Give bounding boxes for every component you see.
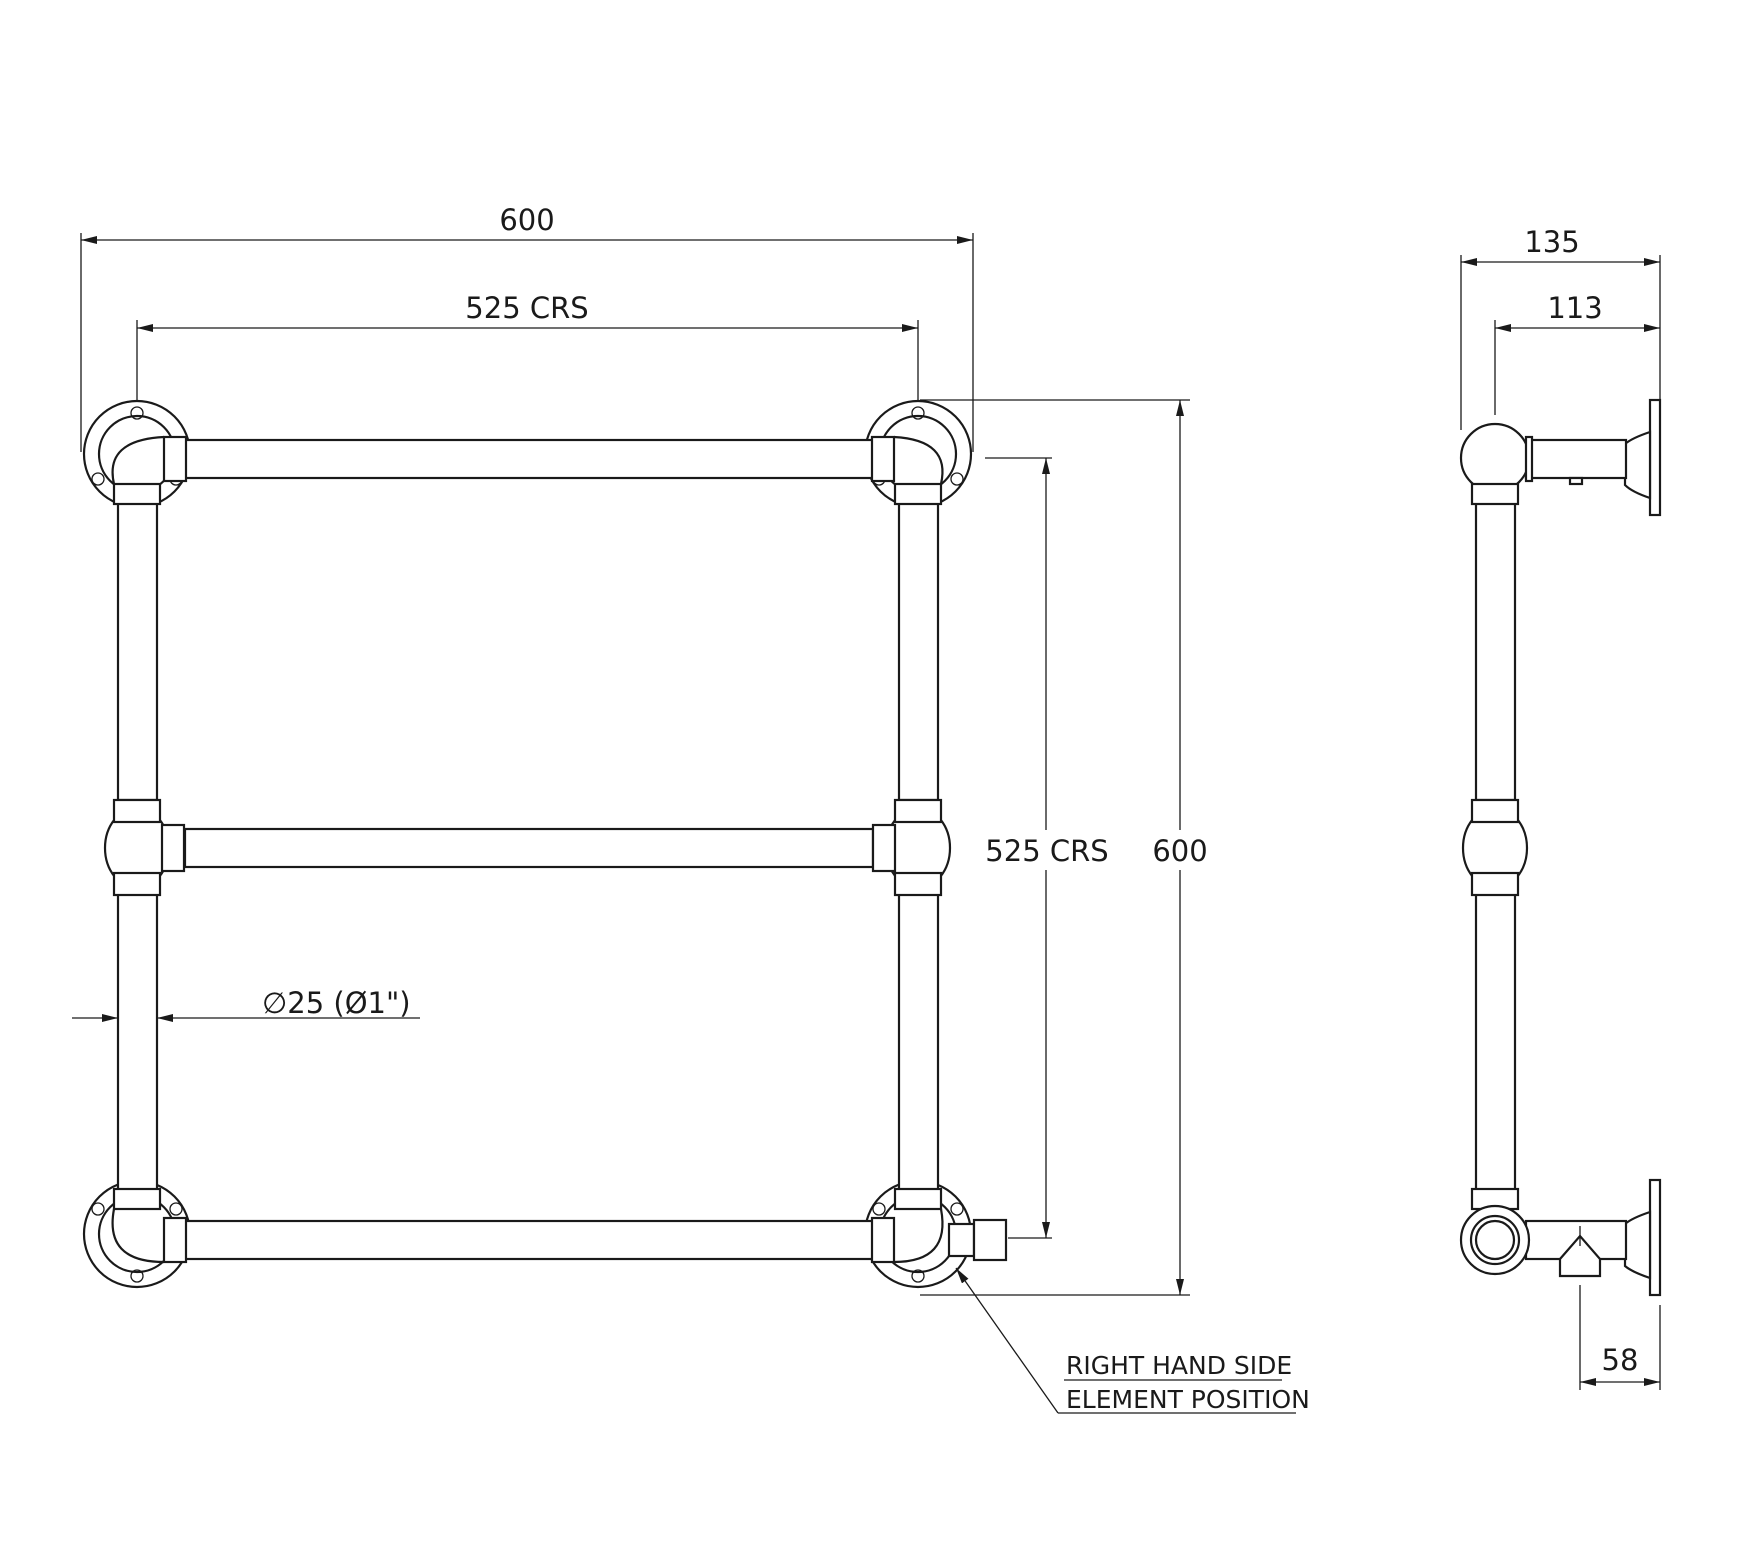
element-offset-label: 58	[1602, 1343, 1639, 1377]
side-vertical-tube-upper	[1474, 500, 1517, 802]
side-view: 135 113 58	[1459, 225, 1662, 1390]
tube-diameter-label: ∅25 (Ø1")	[262, 986, 411, 1020]
bottom-left-elbow	[111, 1187, 188, 1264]
top-rail	[183, 438, 875, 480]
bottom-right-elbow	[870, 1187, 944, 1264]
overall-width-label: 600	[499, 203, 554, 237]
callout-line-2: ELEMENT POSITION	[1066, 1385, 1310, 1414]
element-offset-dimension: 58	[1579, 1285, 1661, 1390]
bar-depth-label: 113	[1547, 291, 1602, 325]
top-standoff-arm	[1524, 438, 1628, 480]
front-view: 600 525 CRS 525 CRS 600	[72, 203, 1310, 1414]
overall-depth-label: 135	[1524, 225, 1579, 259]
tube-diameter-dimension: ∅25 (Ø1")	[72, 986, 420, 1022]
overall-height-label: 600	[1152, 834, 1207, 868]
element-position-callout: RIGHT HAND SIDE ELEMENT POSITION	[955, 1267, 1310, 1414]
overall-height-dimension: 600	[920, 399, 1210, 1296]
vertical-centres-label: 525 CRS	[985, 834, 1108, 868]
side-middle-joint	[1461, 798, 1529, 897]
overall-width-dimension: 600	[80, 203, 974, 452]
side-top-joint	[1459, 422, 1584, 506]
horizontal-centres-label: 525 CRS	[465, 291, 588, 325]
bar-depth-dimension: 113	[1494, 291, 1660, 415]
heating-element	[947, 1218, 1008, 1262]
side-bottom-joint	[1459, 1187, 1602, 1278]
side-vertical-tube-lower	[1474, 891, 1517, 1193]
vertical-centres-dimension: 525 CRS	[985, 457, 1111, 1239]
bottom-rail	[183, 1219, 875, 1261]
middle-rail	[183, 827, 875, 869]
left-vertical-tube	[116, 500, 159, 1193]
left-middle-tee	[103, 798, 186, 897]
top-left-elbow	[111, 435, 188, 506]
top-right-elbow	[870, 435, 944, 506]
horizontal-centres-dimension: 525 CRS	[136, 291, 919, 400]
bottom-wall-plate	[1623, 1178, 1662, 1297]
right-middle-tee	[871, 798, 952, 897]
overall-depth-dimension: 135	[1460, 225, 1661, 430]
callout-line-1: RIGHT HAND SIDE	[1066, 1351, 1292, 1380]
top-wall-plate	[1623, 398, 1662, 517]
